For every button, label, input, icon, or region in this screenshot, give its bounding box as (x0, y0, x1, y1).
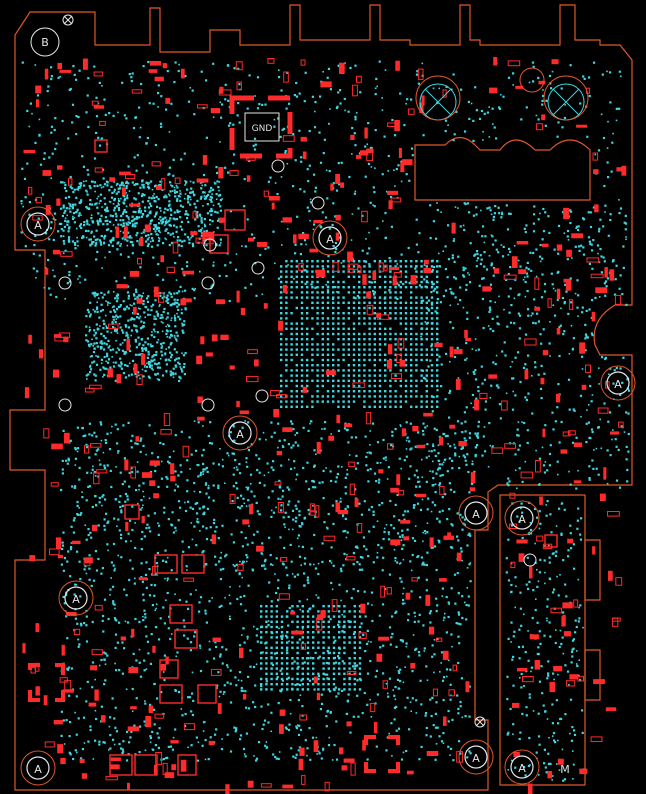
tooling-hole (201, 398, 215, 412)
screw-ring-left (415, 75, 461, 121)
tooling-hole (203, 238, 217, 252)
circle-a-icon: A (458, 739, 494, 775)
gnd-component: GND (229, 95, 293, 159)
mounting-holes: A A A A A A A A A A (20, 159, 636, 786)
screw-ring-right-b (543, 75, 589, 121)
gnd-label: GND (252, 124, 273, 134)
circle-a-icon: A (20, 206, 56, 242)
tooling-hole (58, 398, 72, 412)
circle-a-icon: A (222, 415, 258, 451)
bottom-right-mark: M (560, 763, 570, 776)
circle-a-icon: A (58, 580, 94, 616)
screw-ring-right (519, 67, 545, 93)
tooling-hole (58, 276, 72, 290)
circle-a-icon: A (504, 749, 540, 785)
fiducial-bracket-bottom (364, 735, 400, 773)
mounting-hole-glyph: A (236, 428, 244, 441)
mounting-hole-glyph: A (518, 762, 526, 775)
mounting-hole-glyph: A (518, 513, 526, 526)
screw-hole-large-right (547, 83, 585, 121)
tooling-hole (271, 159, 285, 173)
tooling-hole (201, 276, 215, 290)
top-left-mark: B (41, 36, 49, 49)
fiducial-bracket-left (28, 663, 65, 702)
board-outline (9, 4, 633, 791)
mounting-hole-glyph: A (472, 752, 480, 765)
screw-hole-large-left (419, 83, 457, 121)
circle-x-icon (474, 716, 486, 728)
circle-a-icon: A (458, 495, 494, 531)
circle-a-icon: A (600, 365, 636, 401)
circle-a-icon: A (20, 750, 56, 786)
circle-a-icon: A (504, 500, 540, 536)
tooling-hole (251, 261, 265, 275)
via-field (20, 60, 631, 782)
mounting-hole-glyph: A (72, 593, 80, 606)
mounting-hole-glyph: A (614, 378, 622, 391)
mounting-hole-glyph: A (472, 508, 480, 521)
mounting-hole-glyph: A (326, 233, 334, 246)
mounting-hole-glyph: A (34, 763, 42, 776)
circle-x-icon (62, 14, 74, 26)
mounting-hole-glyph: A (34, 219, 42, 232)
pad-field (22, 57, 627, 794)
tooling-hole (311, 196, 325, 210)
tooling-hole (255, 389, 269, 403)
corner-mark-top-left: B (30, 27, 60, 57)
circle-a-icon: A (312, 220, 348, 256)
tooling-hole (523, 553, 537, 567)
